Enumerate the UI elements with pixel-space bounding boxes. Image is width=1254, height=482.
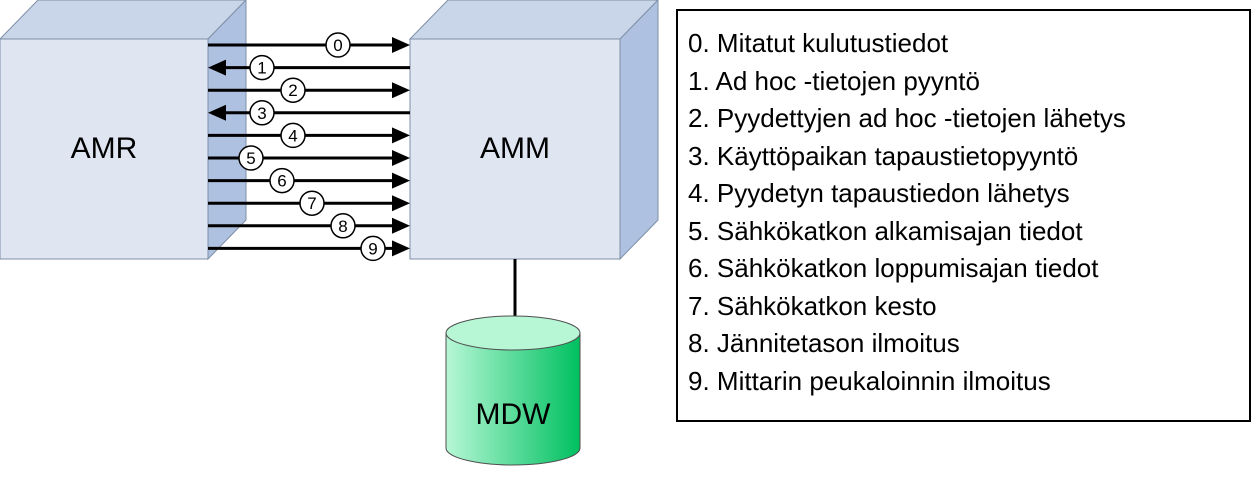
arrow-number-circle-9 bbox=[360, 235, 386, 262]
amr-box: AMR bbox=[0, 0, 247, 261]
legend-item-1: 1. Ad hoc -tietojen pyyntö bbox=[688, 65, 980, 96]
amr-box-side bbox=[207, 0, 247, 261]
arrowhead-2 bbox=[392, 82, 410, 99]
arrow-number-circle-0 bbox=[325, 32, 351, 58]
legend-item-2: 2. Pyydettyjen ad hoc -tietojen lähetys bbox=[688, 103, 1126, 133]
arrow-number-2: 2 bbox=[288, 81, 297, 100]
arrow-number-8: 8 bbox=[338, 217, 347, 236]
arrow-number-circle-1 bbox=[249, 54, 275, 81]
amm-box: AMM bbox=[408, 0, 659, 261]
legend-item-4: 4. Pyydetyn tapaustiedon lähetys bbox=[688, 178, 1070, 208]
amm-box-side bbox=[619, 0, 659, 261]
arrow-number-circle-3 bbox=[249, 100, 275, 126]
amm-box-top bbox=[408, 0, 659, 40]
legend-item-9: 9. Mittarin peukaloinnin ilmoitus bbox=[688, 365, 1051, 396]
legend-item-3: 3. Käyttöpaikan tapaustietopyyntö bbox=[688, 140, 1079, 171]
amm-label: AMM bbox=[480, 132, 550, 165]
legend-item-5: 5. Sähkökatkon alkamisajan tiedot bbox=[688, 215, 1083, 246]
arrowhead-8 bbox=[392, 217, 410, 234]
arrowhead-1 bbox=[208, 59, 226, 76]
arrow-number-5: 5 bbox=[246, 149, 255, 168]
arrowhead-9 bbox=[392, 240, 410, 257]
arrowhead-7 bbox=[392, 195, 410, 212]
amr-box-front bbox=[0, 38, 209, 260]
legend-item-6: 6. Sähkökatkon loppumisajan tiedot bbox=[688, 253, 1099, 283]
amm-box-front bbox=[409, 38, 621, 260]
arrow-number-9: 9 bbox=[368, 239, 377, 258]
mdw-label: MDW bbox=[476, 398, 552, 431]
legend-item-8: 8. Jännitetason ilmoitus bbox=[688, 328, 960, 358]
mdw-cylinder-top bbox=[445, 315, 581, 351]
arrow-number-circle-7 bbox=[299, 190, 325, 216]
arrowhead-3 bbox=[208, 104, 226, 121]
legend-item-7: 7. Sähkökatkon kesto bbox=[688, 290, 937, 321]
arrow-number-circle-5 bbox=[238, 145, 264, 171]
arrowhead-0 bbox=[392, 37, 410, 53]
arrow-number-6: 6 bbox=[277, 172, 286, 191]
arrow-number-circle-4 bbox=[280, 122, 306, 149]
arrow-number-3: 3 bbox=[257, 104, 266, 123]
arrow-number-circle-8 bbox=[330, 213, 356, 239]
arrow-number-7: 7 bbox=[307, 194, 316, 213]
amr-label: AMR bbox=[71, 132, 138, 165]
arrow-number-circle-6 bbox=[269, 167, 295, 194]
legend-box: 0. Mitatut kulutustiedot 1. Ad hoc -tiet… bbox=[676, 9, 1251, 422]
arrowhead-5 bbox=[392, 150, 410, 166]
amr-box-top bbox=[0, 0, 247, 40]
mdw-cylinder-body bbox=[445, 332, 581, 466]
arrowhead-4 bbox=[392, 127, 410, 144]
arrowhead-6 bbox=[392, 172, 410, 189]
arrow-number-circle-2 bbox=[280, 77, 306, 103]
legend-item-0: 0. Mitatut kulutustiedot bbox=[688, 28, 949, 58]
arrow-group: 0 1 2 3 4 5 6 7 8 9 bbox=[208, 32, 410, 262]
arrow-number-0: 0 bbox=[333, 36, 342, 55]
mdw-database: MDW bbox=[445, 315, 581, 466]
arrow-number-1: 1 bbox=[257, 59, 266, 78]
arrow-number-4: 4 bbox=[288, 126, 297, 145]
